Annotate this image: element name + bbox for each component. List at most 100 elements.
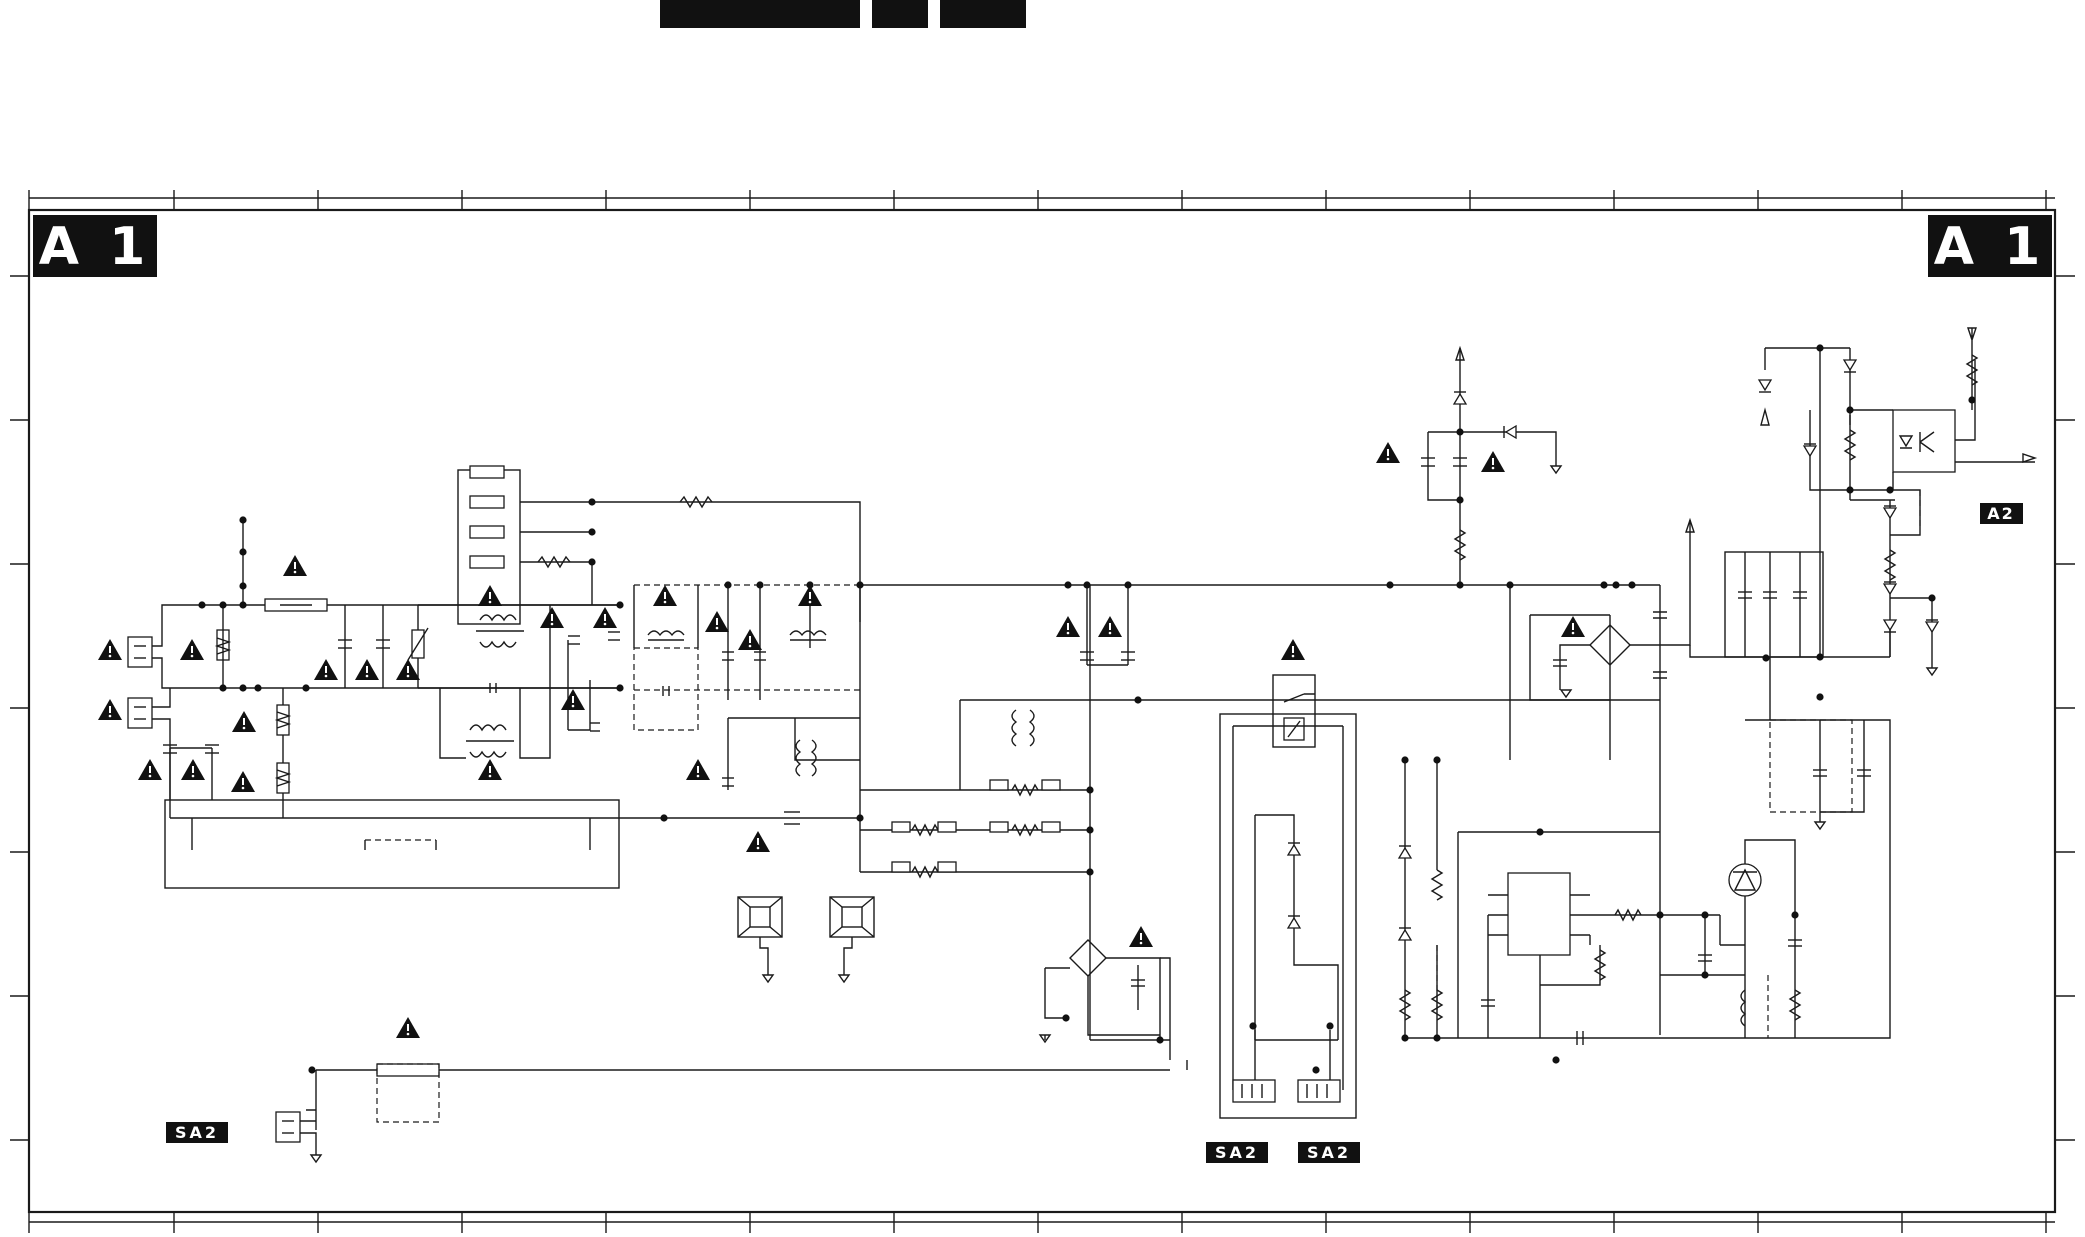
choke-4: [790, 631, 826, 640]
junction-dot: [239, 684, 246, 691]
title-bar-3: [940, 0, 1026, 28]
junction-dot: [219, 684, 226, 691]
junction-dot: [219, 601, 226, 608]
junction-dot: [1433, 756, 1440, 763]
warning-triangle-icon: [478, 585, 502, 606]
connector-label-sa2-mid-1-text: SA2: [1215, 1143, 1259, 1162]
junction-dot: [1816, 693, 1823, 700]
junction-dot: [1552, 1056, 1559, 1063]
junction-dot: [1600, 581, 1607, 588]
output-filter-box-2: [1770, 720, 1852, 812]
title-bars: [660, 0, 1026, 28]
ground-icon: [763, 975, 773, 982]
warning-triangle-icon: [283, 555, 307, 576]
relay-block: [1220, 675, 1356, 1118]
junction-dot: [616, 601, 623, 608]
junction-dot: [1086, 868, 1093, 875]
junction-dot: [1249, 1022, 1256, 1029]
zone-label-left-text: A 1: [39, 217, 152, 277]
ground-icon: [839, 975, 849, 982]
feedback-zener: [1926, 620, 1938, 632]
ground-icon: [1927, 668, 1937, 675]
junction-dots: [198, 344, 1975, 1073]
warning-triangle-icon: [231, 771, 255, 792]
warning-triangle-icon: [1098, 616, 1122, 637]
zone-label-right: A 1: [1928, 215, 2052, 277]
fuse-2: [377, 1064, 439, 1122]
frame-border: [29, 210, 2055, 1212]
junction-dot: [1326, 1022, 1333, 1029]
diode-standby-2: [1504, 426, 1516, 438]
feedback-diode-4: [1884, 506, 1896, 518]
warning-triangle-icon: [232, 711, 256, 732]
frame-ticks: [10, 190, 2075, 1233]
common-mode-choke-1: [476, 615, 524, 647]
x-capacitor-5: [608, 632, 620, 640]
warning-triangle-icon: [396, 1017, 420, 1038]
heatsink-1: [738, 897, 782, 975]
connector-label-sa2-mid-2: SA2: [1298, 1142, 1360, 1163]
warning-triangle-icon: [355, 659, 379, 680]
x-capacitor-3: [590, 723, 600, 731]
standby-connector-1: [1233, 1080, 1275, 1102]
junction-dot: [856, 814, 863, 821]
choke-enclosure-2: [634, 648, 698, 730]
pwm-section: [1399, 328, 2035, 1045]
junction-dot: [724, 581, 731, 588]
zone-label-left: A 1: [33, 215, 157, 277]
junction-dot: [1816, 344, 1823, 351]
rectifier-section: [276, 585, 1660, 1155]
junction-dot: [1086, 786, 1093, 793]
warning-triangle-icon: [540, 607, 564, 628]
heatsink-2: [830, 897, 874, 975]
pwm-resistor-1: [1432, 870, 1442, 900]
junction-dot: [1506, 581, 1513, 588]
junction-dot: [308, 1066, 315, 1073]
warning-triangle-icon: [1376, 442, 1400, 463]
junction-dot: [239, 516, 246, 523]
junction-dot: [1846, 406, 1853, 413]
shielding-box: [165, 800, 619, 888]
choke-6: [1012, 710, 1034, 746]
warning-triangle-icon: [798, 585, 822, 606]
connector-label-sa2-left: SA2: [166, 1122, 228, 1143]
x-capacitor-9: [663, 686, 669, 696]
mains-connector-1: [128, 637, 152, 667]
junction-dot: [1083, 581, 1090, 588]
x-capacitor-4: [568, 636, 580, 644]
junction-dot: [588, 498, 595, 505]
resistor-ladder-1: [990, 780, 1060, 795]
junction-dot: [1134, 696, 1141, 703]
standby-connector-2: [1298, 1080, 1340, 1102]
zener-diode-2: [1288, 916, 1300, 928]
feedback-diode-1: [1759, 380, 1771, 392]
mains-connector-3: [276, 1112, 300, 1142]
junction-dot: [254, 684, 261, 691]
diode-standby-1: [1454, 392, 1466, 404]
junction-dot: [1846, 486, 1853, 493]
junction-dot: [1762, 654, 1769, 661]
mains-connector-2: [128, 698, 152, 728]
pwm-controller-ic: [1508, 873, 1570, 955]
junction-dot: [1536, 828, 1543, 835]
junction-dot: [1433, 1034, 1440, 1041]
junction-dot: [1386, 581, 1393, 588]
junction-dot: [1401, 1034, 1408, 1041]
connector-label-sa2-mid-2-text: SA2: [1307, 1143, 1351, 1162]
switching-transistor: [1729, 864, 1761, 896]
junction-dot: [616, 684, 623, 691]
varistor: [408, 628, 428, 660]
connector-label-a2: A2: [1980, 503, 2023, 524]
warning-triangle-icon: [738, 629, 762, 650]
junction-dot: [302, 684, 309, 691]
title-bar-2: [872, 0, 928, 28]
junction-dot: [1816, 653, 1823, 660]
junction-dot: [1456, 581, 1463, 588]
junction-dot: [1456, 428, 1463, 435]
junction-dot: [1968, 396, 1975, 403]
junction-dot: [660, 814, 667, 821]
warning-triangle-icon: [593, 607, 617, 628]
junction-dot: [239, 548, 246, 555]
zener-diode-1: [1288, 843, 1300, 855]
